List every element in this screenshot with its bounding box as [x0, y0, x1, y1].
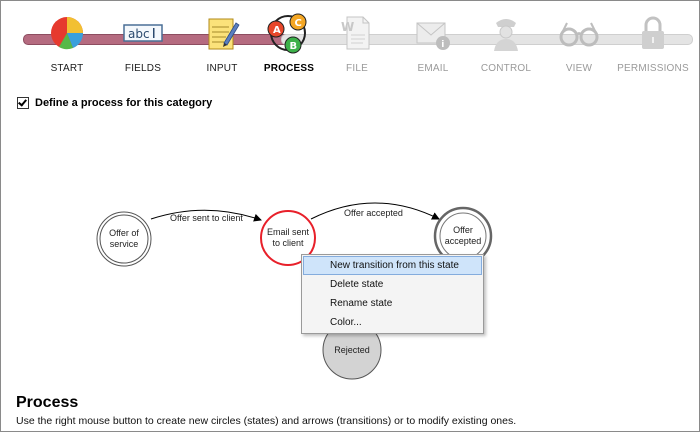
menu-item-new-transition[interactable]: New transition from this state — [303, 256, 482, 275]
wizard-step-file[interactable]: W FILE — [317, 9, 397, 79]
wizard-step-label: EMAIL — [417, 63, 449, 74]
wizard-step-label: INPUT — [206, 63, 238, 74]
help-title: Process — [16, 394, 79, 411]
state-offer-accepted[interactable]: Offer accepted — [433, 206, 493, 266]
wizard-step-label: PROCESS — [263, 63, 315, 74]
define-process-checkbox-row[interactable]: Define a process for this category — [17, 97, 212, 109]
wizard-step-label: VIEW — [565, 63, 593, 74]
wizard-step-view[interactable]: VIEW — [539, 9, 619, 79]
transition-arrow[interactable] — [310, 202, 440, 220]
state-label: Offer of — [109, 228, 139, 238]
wizard-progress-remaining — [281, 34, 693, 45]
svg-text:W: W — [341, 20, 354, 34]
state-offer-of-service[interactable]: Offer of service — [96, 211, 152, 267]
state-label: Email sent — [267, 227, 310, 237]
wizard-step-permissions[interactable]: PERMISSIONS — [613, 9, 693, 79]
wizard-step-fields[interactable]: abc FIELDS — [103, 9, 183, 79]
svg-text:abc: abc — [128, 27, 150, 41]
wizard-step-label: CONTROL — [480, 63, 532, 74]
notepad-pencil-icon — [208, 18, 240, 50]
wizard-step-email[interactable]: i EMAIL — [393, 9, 473, 79]
state-label: service — [110, 239, 139, 249]
wizard-step-label: FILE — [346, 63, 368, 74]
text-field-icon: abc — [123, 24, 163, 42]
glasses-icon — [559, 22, 599, 47]
svg-text:A: A — [273, 25, 281, 36]
define-process-label: Define a process for this category — [35, 97, 213, 109]
transition-arrow[interactable] — [150, 209, 262, 222]
transition-label: Offer sent to client — [170, 213, 243, 223]
pie-chart-icon — [51, 17, 84, 50]
padlock-icon — [642, 16, 664, 49]
state-label: to client — [272, 238, 304, 248]
wizard-step-process[interactable]: A C B PROCESS — [249, 9, 329, 79]
email-info-icon: i — [416, 22, 450, 50]
help-text: Use the right mouse button to create new… — [16, 415, 517, 427]
svg-text:i: i — [441, 40, 444, 50]
wizard-step-label: PERMISSIONS — [617, 63, 689, 74]
state-label: Offer — [453, 225, 473, 235]
wizard-steps: START abc FIELDS INPUT — [1, 1, 699, 87]
state-email-sent-to-client[interactable]: Email sent to client — [260, 210, 316, 266]
process-diagram-canvas[interactable]: Offer sent to client Offer accepted Offe… — [1, 121, 699, 391]
police-officer-icon — [494, 19, 518, 51]
menu-item-delete-state[interactable]: Delete state — [330, 279, 384, 290]
state-label: Rejected — [334, 345, 370, 355]
wizard-step-input[interactable]: INPUT — [182, 9, 262, 79]
menu-item-rename-state[interactable]: Rename state — [330, 298, 393, 309]
process-abc-icon: A C B — [267, 13, 307, 54]
svg-text:C: C — [295, 18, 302, 29]
transition-label: Offer accepted — [344, 208, 403, 218]
state-context-menu: New transition from this state Delete st… — [301, 254, 484, 334]
wizard-step-label: FIELDS — [124, 63, 162, 74]
wizard-step-start[interactable]: START — [27, 9, 107, 79]
svg-text:B: B — [290, 41, 298, 52]
state-label: accepted — [445, 236, 482, 246]
word-document-icon: W — [341, 16, 370, 50]
wizard-step-control[interactable]: CONTROL — [466, 9, 546, 79]
wizard-step-label: START — [50, 63, 84, 74]
menu-item-color[interactable]: Color... — [330, 317, 362, 328]
define-process-checkbox[interactable] — [17, 97, 29, 109]
